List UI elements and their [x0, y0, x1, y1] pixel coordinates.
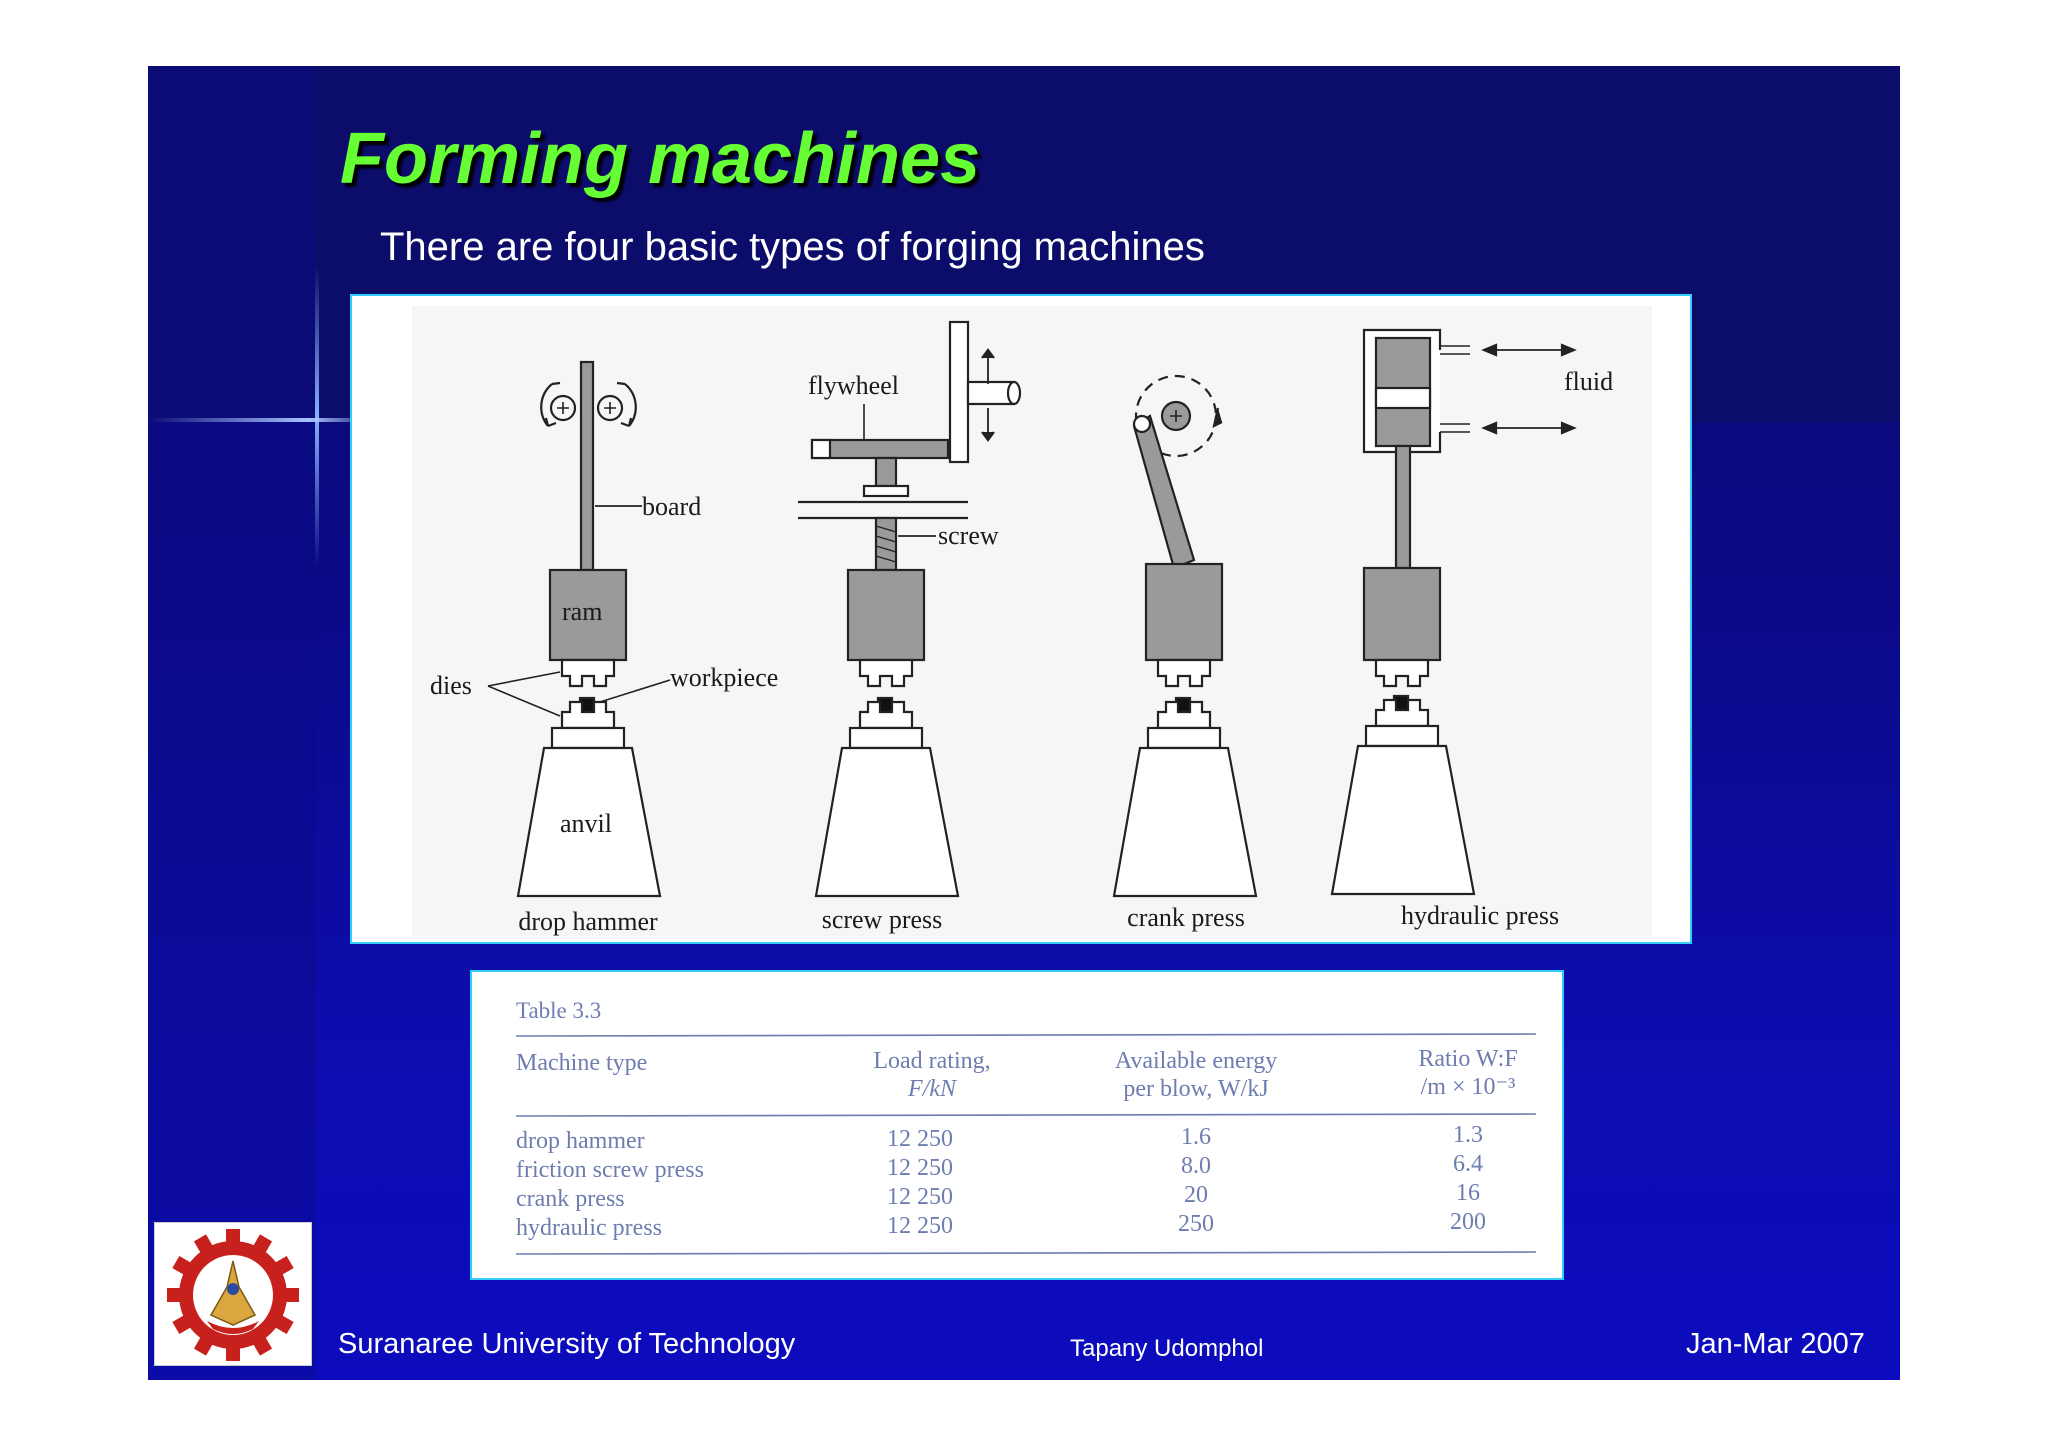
caption-crank-press: crank press: [1127, 903, 1245, 932]
hydraulic-press-diagram: [1330, 328, 1577, 896]
forging-machines-figure: board ram dies workpiece anvil flywheel …: [350, 294, 1692, 944]
table-header: Machine type: [516, 1050, 647, 1076]
label-flywheel: flywheel: [808, 371, 899, 400]
table-header: Load rating,: [873, 1048, 990, 1074]
table-row: drop hammer 12 250 1.6 1.3: [516, 1122, 1483, 1154]
slide-left-bar: [148, 66, 316, 1380]
table-cell: 6.4: [1453, 1151, 1483, 1177]
table-cell: 12 250: [887, 1184, 953, 1210]
table-row: crank press 12 250 20 16: [516, 1180, 1480, 1212]
label-workpiece: workpiece: [670, 663, 778, 692]
table-cell: 1.6: [1181, 1124, 1211, 1150]
label-anvil: anvil: [560, 809, 612, 838]
crank-press-diagram: [1112, 374, 1258, 898]
table-cell: 12 250: [887, 1155, 953, 1181]
label-dies: dies: [430, 671, 472, 700]
table-cell: 20: [1184, 1182, 1208, 1208]
footer-date: Jan-Mar 2007: [1686, 1328, 1865, 1360]
table-cell: 1.3: [1453, 1122, 1483, 1148]
caption-hydraulic-press: hydraulic press: [1401, 901, 1559, 930]
table-header: F/kN: [907, 1076, 958, 1102]
table-cell: 250: [1178, 1211, 1214, 1237]
table-cell: crank press: [516, 1186, 625, 1212]
table-cell: friction screw press: [516, 1157, 704, 1183]
footer-author: Tapany Udomphol: [1070, 1335, 1264, 1362]
table-cell: 200: [1450, 1209, 1486, 1235]
table-row: hydraulic press 12 250 250 200: [516, 1209, 1486, 1241]
table-cell: 16: [1456, 1180, 1480, 1206]
drop-hammer-diagram: [487, 360, 671, 898]
caption-drop-hammer: drop hammer: [518, 907, 658, 936]
label-board: board: [642, 492, 701, 521]
table-header: Ratio W:F: [1418, 1046, 1517, 1072]
caption-screw-press: screw press: [822, 905, 943, 934]
table-header: Available energy: [1115, 1048, 1277, 1074]
slide-subtitle: There are four basic types of forging ma…: [380, 225, 1205, 269]
table-cell: 8.0: [1181, 1153, 1211, 1179]
label-ram: ram: [562, 597, 602, 626]
table-row: friction screw press 12 250 8.0 6.4: [516, 1151, 1483, 1183]
university-logo: [154, 1222, 312, 1366]
decorative-vertical-line: [315, 266, 319, 566]
label-fluid: fluid: [1564, 367, 1613, 396]
gear-emblem-icon: [167, 1229, 299, 1361]
footer-institution: Suranaree University of Technology: [338, 1328, 796, 1360]
decorative-horizontal-line: [148, 418, 378, 422]
table-cell: hydraulic press: [516, 1215, 662, 1241]
table-header: per blow, W/kJ: [1123, 1076, 1268, 1102]
table-cell: drop hammer: [516, 1128, 645, 1154]
table-header: /m × 10⁻³: [1421, 1074, 1516, 1100]
machine-data-table: Table 3.3 Machine type Load rating, F/kN…: [470, 970, 1564, 1280]
screw-press-diagram: [798, 320, 1022, 898]
label-screw: screw: [938, 521, 999, 550]
table-cell: 12 250: [887, 1126, 953, 1152]
table-cell: 12 250: [887, 1213, 953, 1239]
table-caption: Table 3.3: [516, 998, 601, 1023]
slide-title: Forming machines: [340, 119, 981, 199]
